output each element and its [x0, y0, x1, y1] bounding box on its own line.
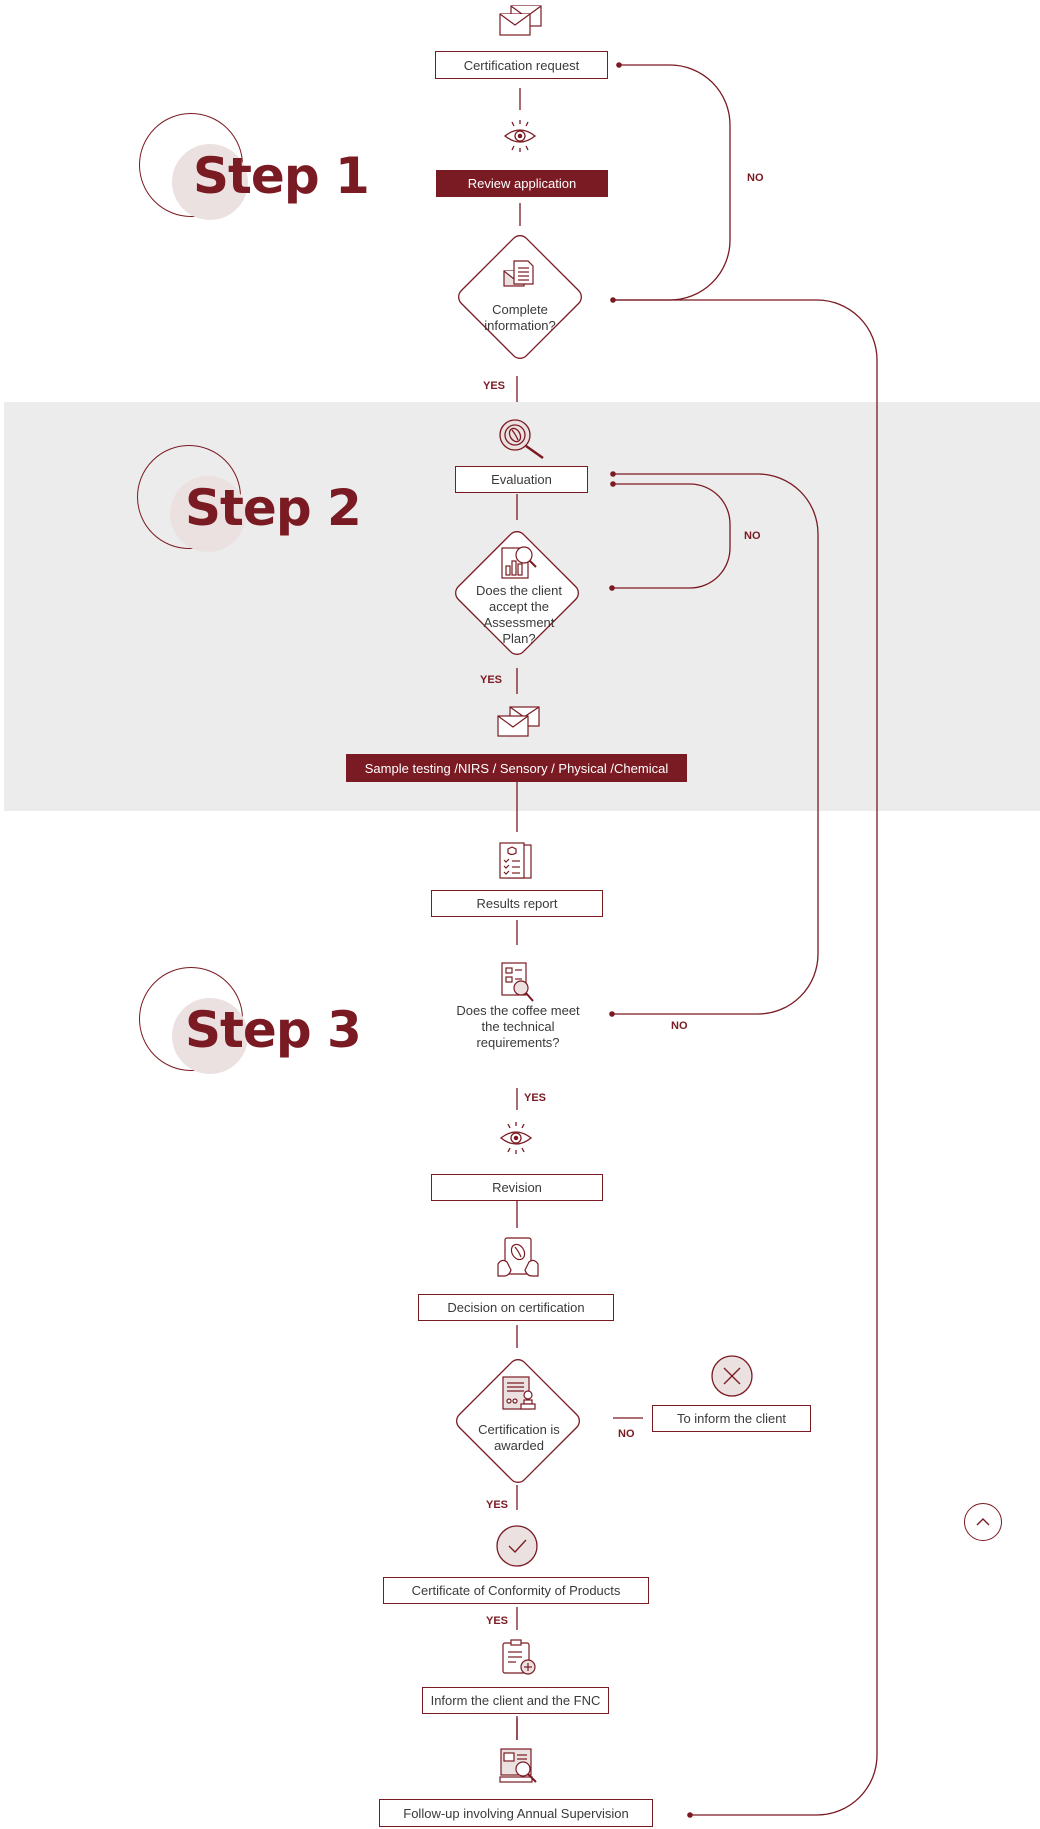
yes-label: YES — [486, 1615, 509, 1627]
scroll-top-button[interactable] — [964, 1503, 1002, 1541]
close-icon — [711, 1355, 753, 1397]
decision-diamond-2 — [455, 531, 579, 655]
meet-requirements-question: Does the coffee meet the technical requi… — [456, 1003, 580, 1050]
no-label: NO — [618, 1428, 635, 1440]
hands-tablet-icon — [497, 1237, 539, 1277]
envelope-icon — [499, 5, 542, 36]
chevron-up-icon — [976, 1518, 990, 1526]
revision-box: Revision — [431, 1174, 603, 1201]
complete-information-question: Complete information? — [484, 302, 556, 333]
envelope-icon — [497, 706, 540, 738]
follow-up-box: Follow-up involving Annual Supervision — [379, 1799, 653, 1827]
step-1-label: Step 1 — [193, 147, 370, 205]
review-application-box: Review application — [436, 170, 608, 197]
chart-search-icon — [501, 546, 537, 579]
step-3-label: Step 3 — [185, 1001, 362, 1059]
no-label: NO — [747, 172, 764, 184]
step-disc — [172, 144, 248, 220]
step-2-label: Step 2 — [185, 479, 362, 537]
step-1-badge: Step 1 — [139, 113, 439, 233]
eye-icon — [503, 120, 537, 152]
decision-diamond-1 — [458, 235, 582, 359]
document-inspect-icon — [501, 962, 534, 1002]
yes-label: YES — [483, 380, 506, 392]
check-icon — [496, 1525, 538, 1567]
step-disc — [170, 476, 246, 552]
decision-box: Decision on certification — [418, 1294, 614, 1321]
accept-plan-question: Does the client accept the Assessment Pl… — [476, 583, 562, 646]
eye-icon — [499, 1122, 533, 1154]
no-label: NO — [744, 530, 761, 542]
evaluation-box: Evaluation — [455, 466, 588, 493]
report-checklist-icon — [499, 842, 532, 879]
step-2-badge: Step 2 — [137, 445, 437, 565]
document-icon — [503, 260, 534, 287]
certification-request-box: Certification request — [435, 51, 608, 79]
step-3-badge: Step 3 — [139, 967, 439, 1087]
yes-label: YES — [524, 1092, 547, 1104]
inform-fnc-box: Inform the client and the FNC — [422, 1687, 609, 1714]
certificate-box: Certificate of Conformity of Products — [383, 1577, 649, 1604]
step-disc — [172, 998, 248, 1074]
certificate-stamp-icon — [502, 1376, 536, 1410]
monitor-search-icon — [499, 1748, 537, 1783]
awarded-question: Certification is awarded — [478, 1422, 560, 1453]
yes-label: YES — [486, 1499, 509, 1511]
clipboard-plus-icon — [502, 1639, 536, 1675]
sample-testing-box: Sample testing /NIRS / Sensory / Physica… — [346, 754, 687, 782]
results-report-box: Results report — [431, 890, 603, 917]
yes-label: YES — [480, 674, 503, 686]
decision-diamond-3 — [456, 1359, 580, 1483]
coffee-magnifier-icon — [499, 419, 544, 460]
no-label: NO — [671, 1020, 688, 1032]
inform-client-box: To inform the client — [652, 1405, 811, 1432]
